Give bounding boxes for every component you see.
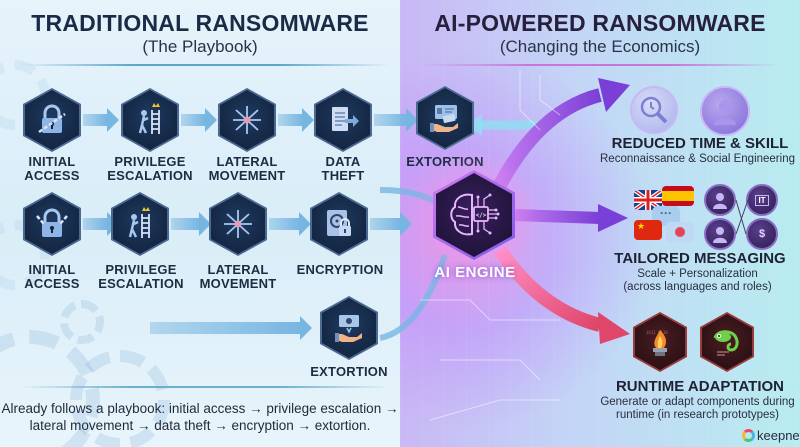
flow-arrow [150,316,312,340]
flow-arrow [269,212,311,236]
step-label: INITIAL ACCESS [24,262,80,291]
brand-logo: keepnet [742,428,800,443]
step-encryption [310,192,368,256]
money-hand-icon [335,315,362,342]
keepnet-logo-icon [742,429,755,442]
step-label: PRIVILEGE ESCALATION [107,154,193,183]
flag-japan-icon [666,222,694,242]
ai-engine: </> [433,170,515,260]
outcome-sub: Generate or adapt components during runt… [600,396,795,421]
step-label: EXTORTION [310,364,388,379]
step-label: PRIVILEGE ESCALATION [98,262,184,291]
ai-engine-label: AI ENGINE [434,264,516,281]
it-monitor-icon: IT [746,184,778,216]
flow-arrow [83,212,119,236]
traditional-subtitle: (The Playbook) [142,37,258,56]
step-initial-access-2 [23,192,81,256]
outcome-heading: RUNTIME ADAPTATION [615,378,785,395]
ladder-crown-icon [138,103,160,134]
svg-text:1011 0110: 1011 0110 [646,330,668,335]
step-label: LATERAL MOVEMENT [199,262,277,291]
step-initial-access-1 [23,88,81,152]
flag-uk-icon [634,190,662,210]
step-privilege-escalation-2 [111,192,169,256]
padlock-chain-icon [38,104,66,134]
padlock-chain-icon [36,208,68,237]
divider [20,386,390,388]
step-lateral-movement-1 [218,88,276,152]
ladder-crown-icon [128,207,150,238]
outcome-heading: TAILORED MESSAGING [614,250,786,267]
brain-circuit-icon: </> [450,193,500,236]
id-card-money-hand-icon [430,105,458,132]
document-export-icon [332,107,359,131]
flame-code-icon: 1011 0110 [633,312,687,372]
clock-magnifier-icon [630,86,678,134]
person-icon [700,86,750,136]
outcome-sub: Reconnaissance & Social Engineering [600,153,795,165]
outcome-heading: REDUCED TIME & SKILL [611,135,789,152]
step-extortion-2 [320,296,378,360]
flow-arrow [374,108,418,132]
step-label: INITIAL ACCESS [24,154,80,183]
ai-subtitle: (Changing the Economics) [499,37,701,56]
flow-arrow [278,108,314,132]
playbook-summary: Already follows a playbook: initial acce… [1,401,399,433]
flow-arrow [83,108,119,132]
chameleon-code-icon [700,312,754,372]
person-icon [704,184,736,216]
ai-title: AI-POWERED RANSOMWARE [434,10,766,36]
gear-icon [60,300,104,344]
network-arrows-icon [224,210,252,238]
outcome-sub: Scale + Personalization (across language… [623,268,772,293]
flow-arrow [171,212,211,236]
flag-spain-icon [662,186,694,206]
money-bag-icon: $ [746,218,778,250]
disk-lock-icon [327,210,351,236]
divider [420,64,780,66]
person-icon [704,218,736,250]
step-label: ENCRYPTION [296,262,384,277]
step-privilege-escalation-1 [121,88,179,152]
traditional-title: TRADITIONAL RANSOMWARE [31,10,369,36]
flag-china-icon: ★ [634,220,662,240]
divider [20,64,390,66]
svg-text:</>: </> [476,212,487,219]
step-lateral-movement-2 [209,192,267,256]
step-extortion-1 [416,86,474,150]
step-data-theft [314,88,372,152]
step-label: DATA THEFT [321,154,365,183]
network-arrows-icon [233,106,261,134]
flow-arrow [181,108,217,132]
flow-arrow [370,212,412,236]
step-label: LATERAL MOVEMENT [208,154,286,183]
